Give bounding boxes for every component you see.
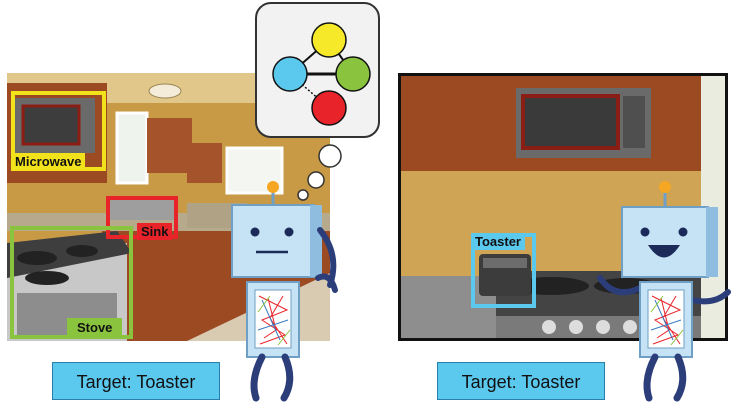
left-target-label: Target: Toaster (52, 362, 220, 400)
knowledge-graph (272, 22, 371, 126)
toaster-detection-label: Toaster (471, 233, 525, 250)
right-kitchen-scene: Toaster (398, 73, 728, 341)
graph-node-green (335, 56, 371, 92)
right-kitchen-illustration (401, 76, 725, 338)
right-target-label: Target: Toaster (437, 362, 605, 400)
graph-node-red (311, 90, 347, 126)
graph-node-blue (272, 56, 308, 92)
stove-detection-label: Stove (67, 318, 123, 337)
stove-detection-box (10, 226, 133, 339)
microwave-detection-label: Microwave (11, 153, 86, 170)
graph-node-yellow (311, 22, 347, 58)
thought-bubble (255, 2, 380, 138)
sink-detection-label: Sink (137, 223, 173, 240)
